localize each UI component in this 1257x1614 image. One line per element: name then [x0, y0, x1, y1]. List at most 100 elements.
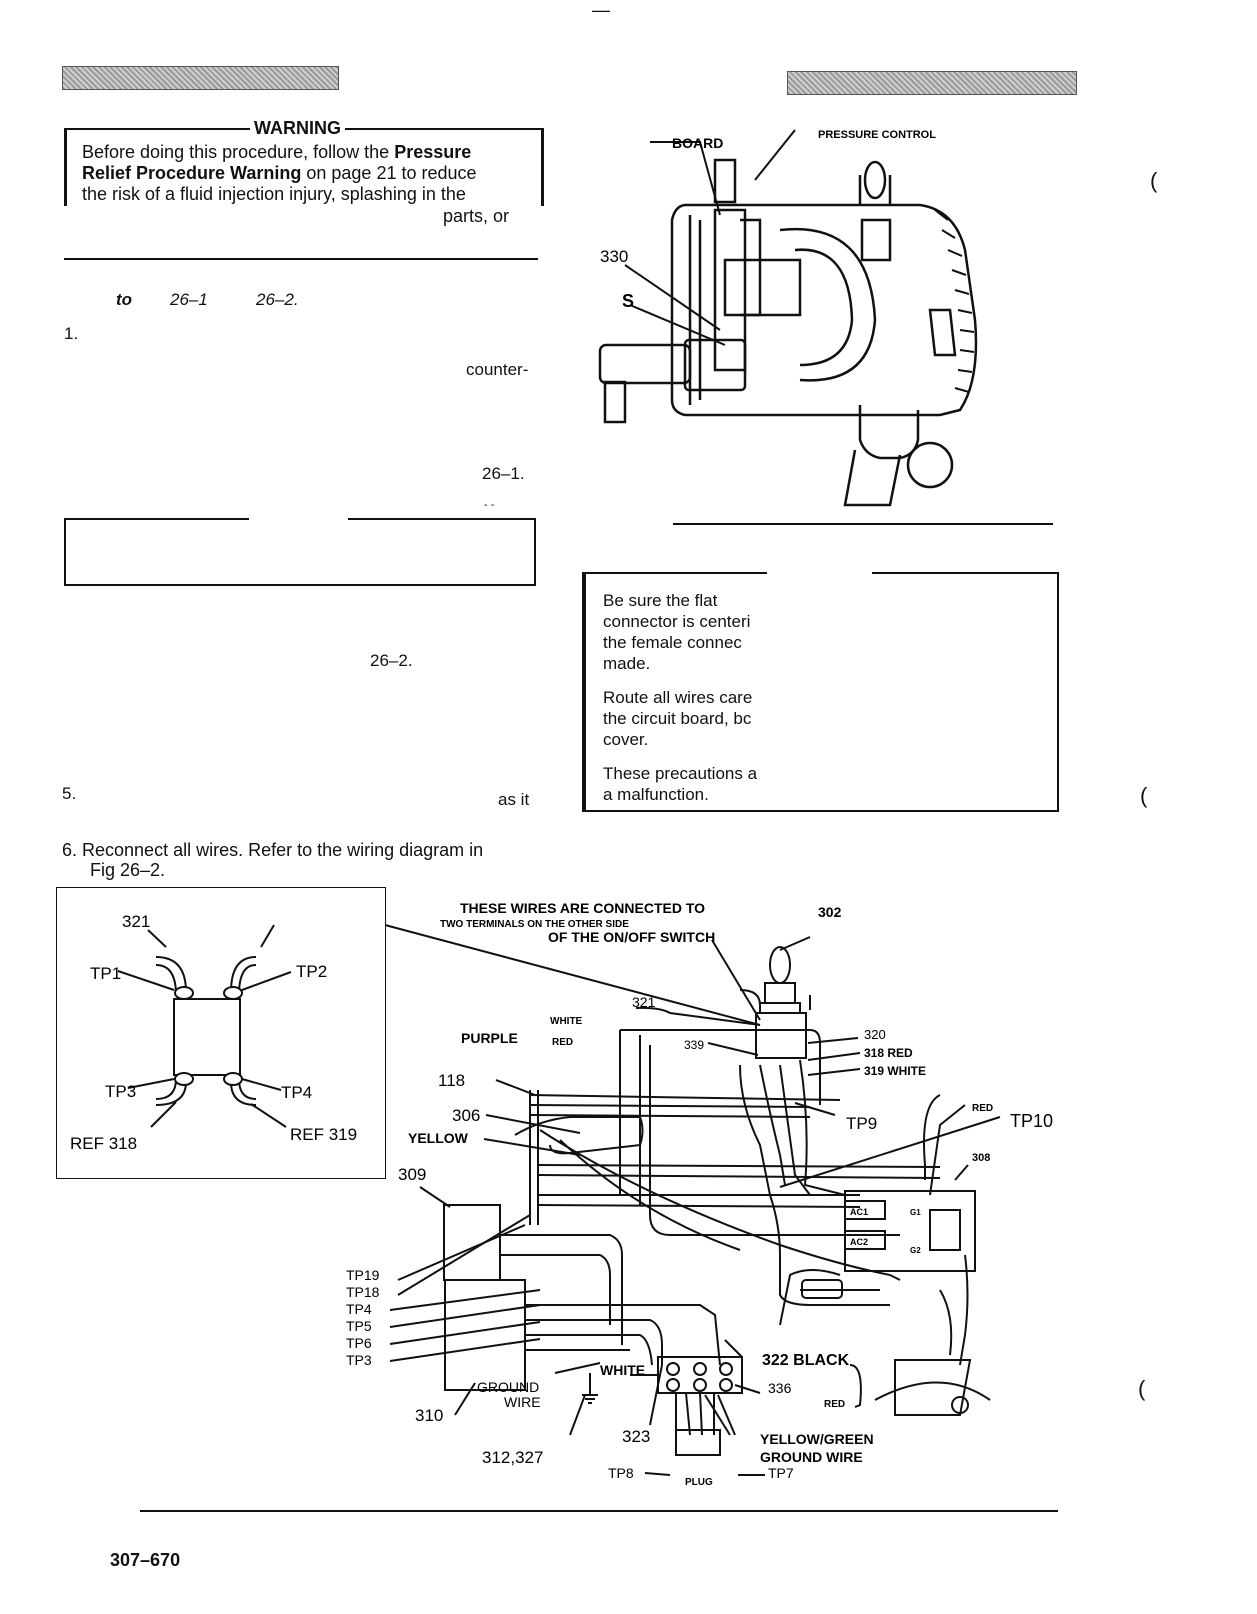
wiring-note-3: OF THE ON/OFF SWITCH	[548, 929, 715, 945]
label-ground: GROUND	[477, 1379, 539, 1395]
frag-as-it: as it	[498, 790, 530, 809]
ref-336: 336	[768, 1380, 792, 1396]
caution-p1-l1: Be sure the flat	[603, 591, 718, 610]
frag-dash: - -	[484, 499, 495, 511]
caution-p3-l1: These precautions a	[603, 764, 758, 783]
wire-tp3: TP3	[346, 1352, 372, 1368]
ref-306: 306	[452, 1106, 480, 1125]
frag-to: to	[116, 290, 133, 309]
wiring-diagram: THESE WIRES ARE CONNECTED TO TWO TERMINA…	[346, 900, 1053, 1488]
label-ac1: AC1	[850, 1207, 868, 1217]
tp10: TP10	[1010, 1111, 1053, 1131]
ref-310: 310	[415, 1406, 443, 1425]
pressure-control-figure: BOARD PRESSURE CONTROL 330 S	[598, 129, 978, 507]
inset-frame	[56, 887, 386, 1179]
caution-p1-l3: the female connec	[603, 633, 742, 652]
ref-330: 330	[600, 247, 628, 266]
label-plug: PLUG	[685, 1477, 713, 1488]
caution-p2-l1: Route all wires care	[603, 688, 753, 707]
page-number: 307–670	[110, 1550, 181, 1570]
note-box-left	[64, 518, 536, 586]
label-g1: G1	[910, 1208, 921, 1217]
caution-p3-l2: a malfunction.	[603, 785, 709, 804]
tp9: TP9	[846, 1114, 877, 1133]
margin-mark-1: (	[1150, 168, 1158, 193]
label-yellow-green: YELLOW/GREEN	[760, 1431, 874, 1447]
ref-s: S	[622, 291, 634, 311]
ref-308: 308	[972, 1152, 990, 1164]
ref-302: 302	[818, 904, 842, 920]
frag-fig-26-2b: 26–2.	[370, 651, 413, 670]
warning-bold-text: Pressure	[394, 142, 472, 162]
label-purple: PURPLE	[461, 1030, 518, 1046]
frag-fig-26-1: 26–1	[170, 290, 208, 309]
tp7: TP7	[768, 1465, 794, 1481]
warning-line-3: the risk of a fluid injection injury, sp…	[82, 184, 466, 204]
label-red-3: RED	[824, 1399, 845, 1410]
inset-tp3: TP3	[105, 1082, 136, 1101]
label-ground-wire-2: GROUND WIRE	[760, 1449, 863, 1465]
margin-mark-2: (	[1140, 783, 1148, 808]
rule-left-1	[64, 258, 538, 260]
label-ac2: AC2	[850, 1237, 868, 1247]
step-5-number: 5.	[62, 784, 77, 803]
warning-text: on page 21 to reduce	[301, 163, 477, 183]
caution-p2-l2: the circuit board, bc	[603, 709, 752, 728]
inset-tp2: TP2	[296, 962, 327, 981]
inset-ref-319: REF 319	[290, 1125, 357, 1144]
warning-line-2: Relief Procedure Warning on page 21 to r…	[82, 163, 477, 184]
label-white-2: WHITE	[600, 1362, 645, 1378]
top-mark: —	[592, 0, 610, 20]
tp6: TP6	[346, 1335, 372, 1351]
note-box-left-top-b	[348, 518, 536, 520]
wiring-note-2: TWO TERMINALS ON THE OTHER SIDE	[440, 919, 629, 930]
inset-ref-318: REF 318	[70, 1134, 137, 1153]
caution-box-top-a	[582, 572, 767, 574]
step-6-line-2: Fig 26–2.	[90, 860, 166, 880]
ref-118: 118	[438, 1071, 465, 1090]
warning-text: Before doing this procedure, follow the	[82, 142, 395, 162]
frag-counter: counter-	[466, 360, 529, 379]
tp19: TP19	[346, 1267, 380, 1283]
label-yellow: YELLOW	[408, 1130, 469, 1146]
ref-319-white: 319 WHITE	[864, 1064, 926, 1078]
header-bar-right	[787, 71, 1077, 95]
step-6-line-1: 6. Reconnect all wires. Refer to the wir…	[62, 840, 484, 860]
ref-309: 309	[398, 1165, 426, 1184]
ref-312-327: 312,327	[482, 1448, 543, 1467]
label-red: RED	[552, 1037, 573, 1048]
tp18: TP18	[346, 1284, 380, 1300]
note-box-left-right	[534, 518, 536, 586]
ref-322-black: 322 BLACK	[762, 1352, 850, 1369]
label-board: BOARD	[672, 135, 723, 151]
ref-320: 320	[864, 1027, 886, 1042]
caution-box-left	[582, 572, 586, 812]
wire-ref-321: 321	[632, 994, 656, 1010]
caution-p2-l3: cover.	[603, 730, 649, 749]
inset-ref-321: 321	[122, 912, 150, 931]
label-ground-wire: WIRE	[504, 1394, 541, 1410]
caution-p1-l4: made.	[603, 654, 651, 673]
margin-mark-3: (	[1138, 1376, 1146, 1401]
ref-339: 339	[684, 1038, 704, 1052]
frag-fig-26-1b: 26–1.	[482, 464, 525, 483]
inset-tp1: TP1	[90, 964, 121, 983]
inset-tp4: TP4	[281, 1083, 312, 1102]
label-white: WHITE	[550, 1016, 583, 1027]
note-box-left-top-a	[64, 518, 249, 520]
label-g2: G2	[910, 1246, 921, 1255]
warning-line-4: parts, or	[443, 206, 510, 226]
inset-diagram: 321 TP1 TP2 TP3 TP4 REF 318 REF 319	[70, 912, 357, 1153]
caution-p1-l2: connector is centeri	[603, 612, 751, 631]
tp8: TP8	[608, 1465, 634, 1481]
ref-323: 323	[622, 1427, 650, 1446]
wiring-note-1: THESE WIRES ARE CONNECTED TO	[460, 900, 705, 916]
header-bar-left	[62, 66, 339, 90]
warning-heading: WARNING	[250, 118, 345, 139]
label-red-2: RED	[972, 1103, 993, 1114]
step-1-number: 1.	[64, 324, 79, 343]
label-pressure-control: PRESSURE CONTROL	[818, 129, 936, 141]
warning-bold-text: Relief Procedure Warning	[82, 163, 302, 183]
rule-right-1	[673, 523, 1053, 525]
ref-318-red: 318 RED	[864, 1046, 913, 1060]
